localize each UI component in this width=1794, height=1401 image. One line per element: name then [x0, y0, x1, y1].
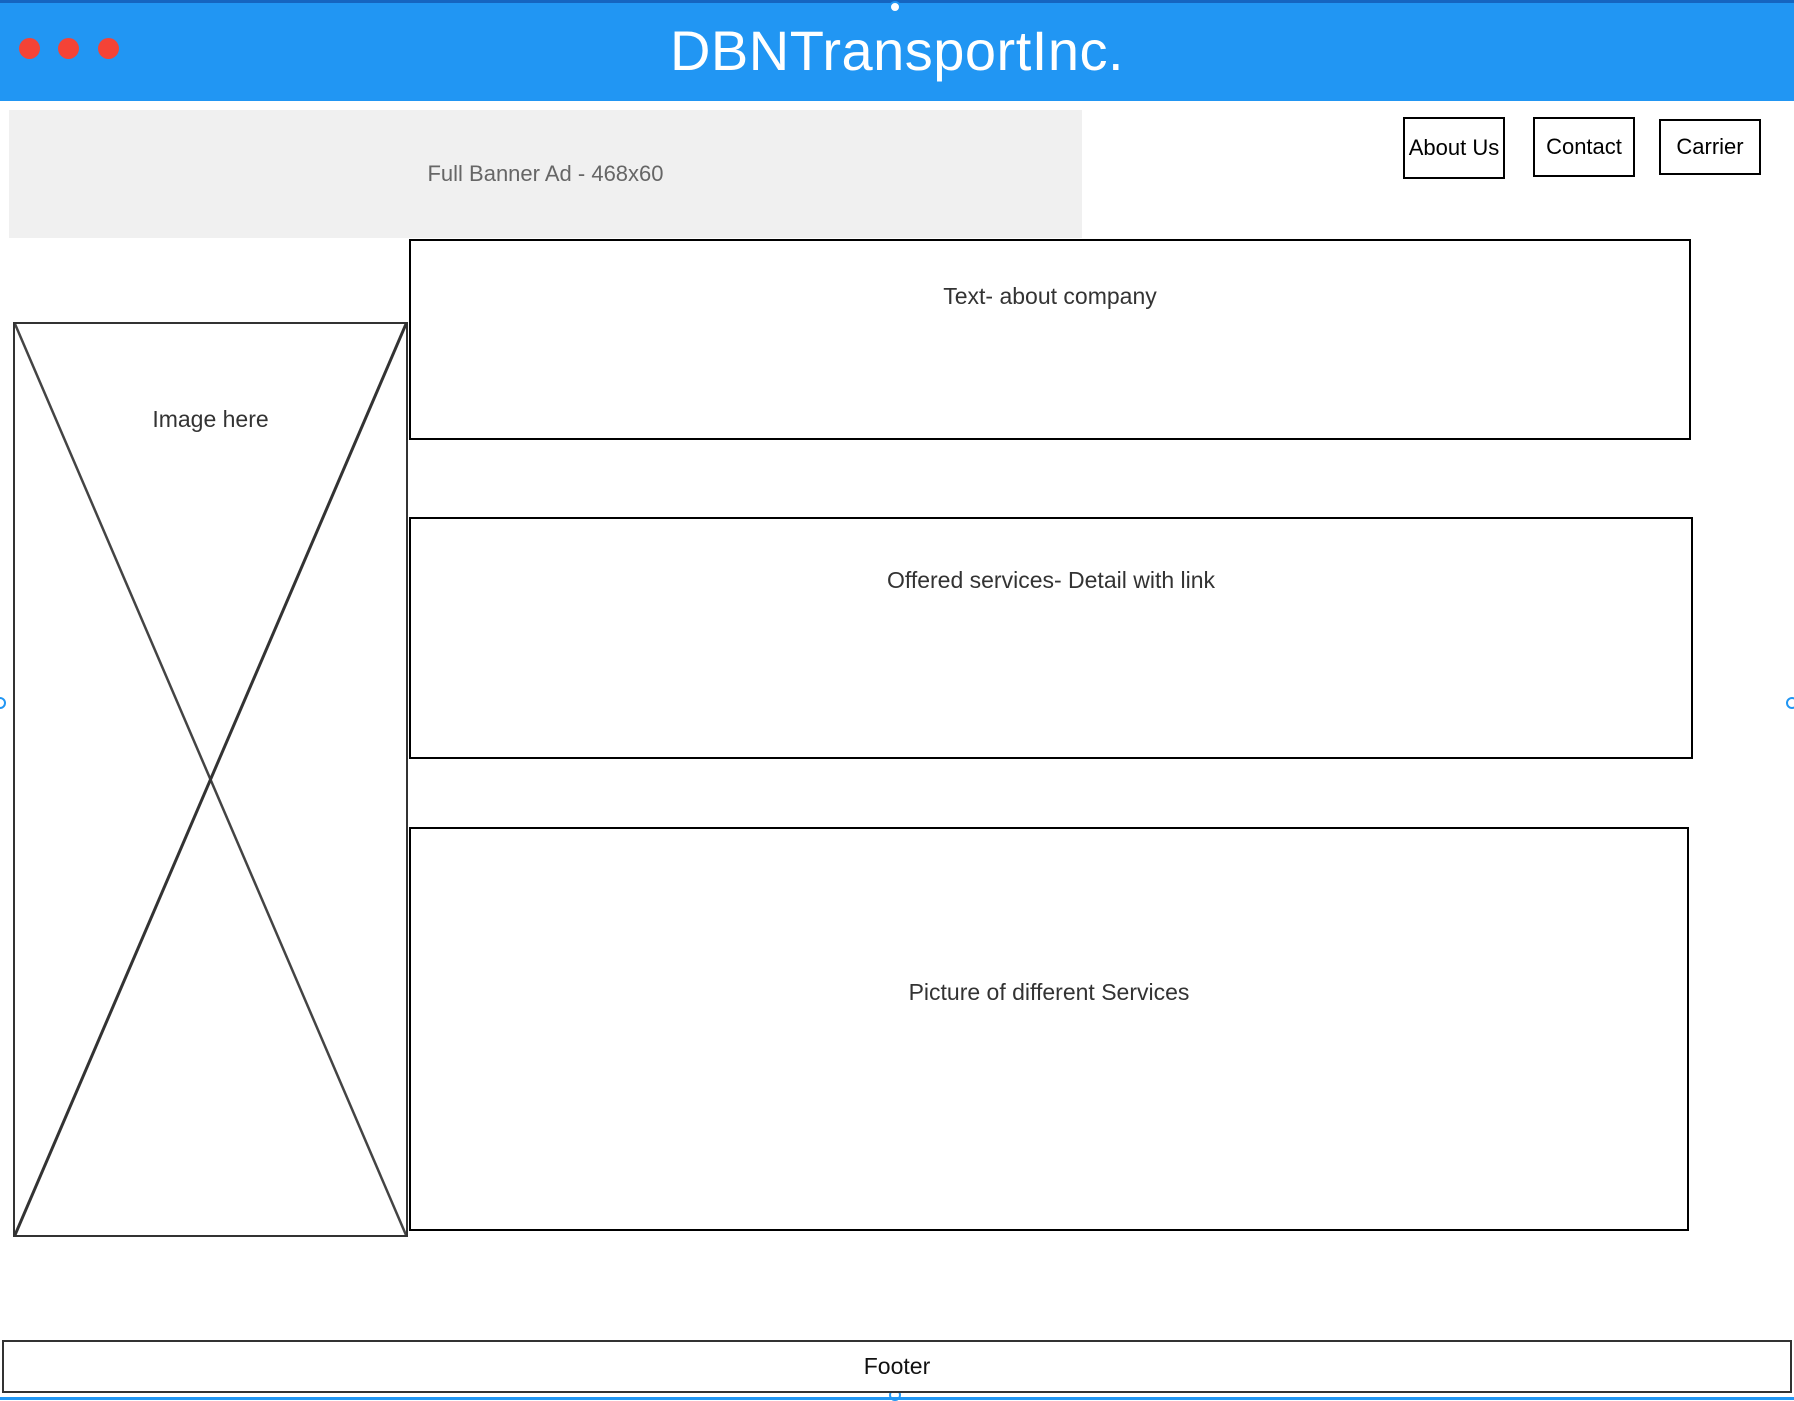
footer-label: Footer — [863, 1353, 931, 1379]
selection-handle-left[interactable] — [0, 697, 6, 709]
image-placeholder: Image here — [13, 322, 408, 1237]
carrier-button[interactable]: Carrier — [1659, 119, 1761, 175]
about-company-label: Text- about company — [943, 283, 1157, 309]
app-title: DBNTransportInc. — [669, 19, 1125, 82]
selection-handle-right[interactable] — [1786, 697, 1794, 709]
offered-services-section: Offered services- Detail with link — [409, 517, 1693, 759]
carrier-label: Carrier — [1676, 134, 1744, 159]
about-us-button[interactable]: About Us — [1403, 117, 1505, 179]
footer: Footer — [2, 1340, 1792, 1393]
image-placeholder-label: Image here — [152, 406, 269, 432]
services-pictures-label: Picture of different Services — [908, 979, 1190, 1005]
banner-ad: Full Banner Ad - 468x60 — [9, 110, 1082, 238]
selection-handle-top[interactable] — [889, 1, 901, 13]
banner-ad-label: Full Banner Ad - 468x60 — [427, 161, 664, 186]
bottom-border — [0, 1397, 1794, 1400]
offered-services-label: Offered services- Detail with link — [886, 567, 1216, 593]
about-us-label: About Us — [1408, 135, 1500, 160]
minimize-window-dot-icon[interactable] — [58, 38, 79, 59]
contact-label: Contact — [1546, 134, 1622, 159]
contact-button[interactable]: Contact — [1533, 117, 1635, 177]
maximize-window-dot-icon[interactable] — [98, 38, 119, 59]
close-window-dot-icon[interactable] — [19, 38, 40, 59]
services-pictures-section: Picture of different Services — [409, 827, 1689, 1231]
about-company-section: Text- about company — [409, 239, 1691, 440]
image-placeholder-cross-icon — [15, 324, 406, 1235]
